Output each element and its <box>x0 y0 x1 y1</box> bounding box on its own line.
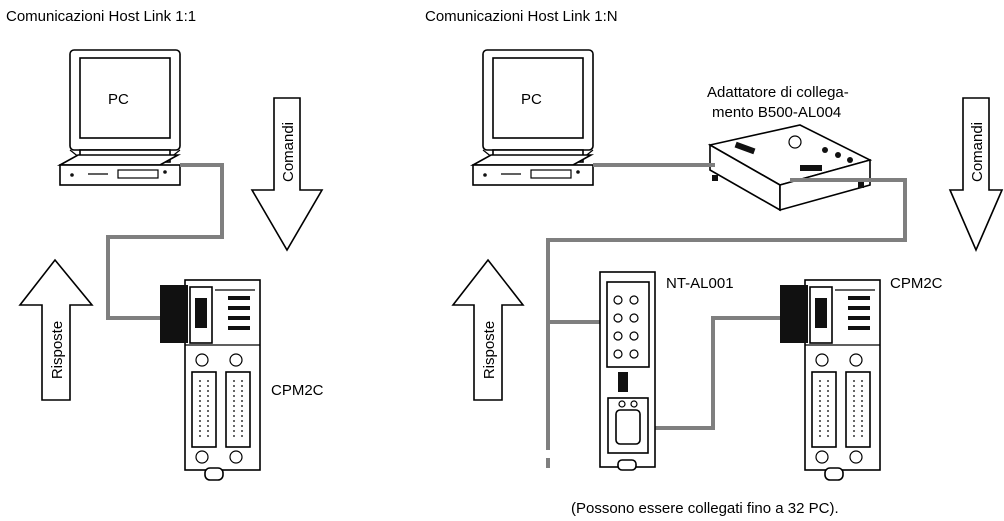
left-title: Comunicazioni Host Link 1:1 <box>6 8 197 25</box>
left-responses-label: Risposte <box>49 321 66 379</box>
right-pc <box>469 49 595 186</box>
left-commands-arrow <box>250 97 324 252</box>
right-responses-label: Risposte <box>481 321 498 379</box>
right-responses-arrow <box>451 258 525 401</box>
right-pc-label: PC <box>521 91 542 108</box>
footnote: (Possono essere collegati fino a 32 PC). <box>571 500 839 517</box>
nt-to-cpm2c-cable <box>628 316 805 430</box>
nt-label: NT-AL001 <box>666 275 734 292</box>
adapter-label-line1: Adattatore di collega- <box>707 84 849 101</box>
nt-al001-device <box>599 271 656 471</box>
left-cpm2c-plc <box>160 279 261 481</box>
left-plc-label: CPM2C <box>271 382 324 399</box>
right-commands-arrow <box>948 97 1004 253</box>
left-cable <box>106 163 224 320</box>
adapter-bus-cable <box>546 178 907 440</box>
left-pc-label: PC <box>108 91 129 108</box>
left-pc <box>56 49 182 186</box>
left-commands-label: Comandi <box>280 122 297 182</box>
b500-adapter <box>707 124 873 212</box>
right-plc-label: CPM2C <box>890 275 943 292</box>
right-title: Comunicazioni Host Link 1:N <box>425 8 618 25</box>
adapter-label-line2: mento B500-AL004 <box>712 104 842 121</box>
left-responses-arrow <box>18 258 94 401</box>
right-commands-label: Comandi <box>969 122 986 182</box>
right-cpm2c-plc <box>780 279 881 481</box>
